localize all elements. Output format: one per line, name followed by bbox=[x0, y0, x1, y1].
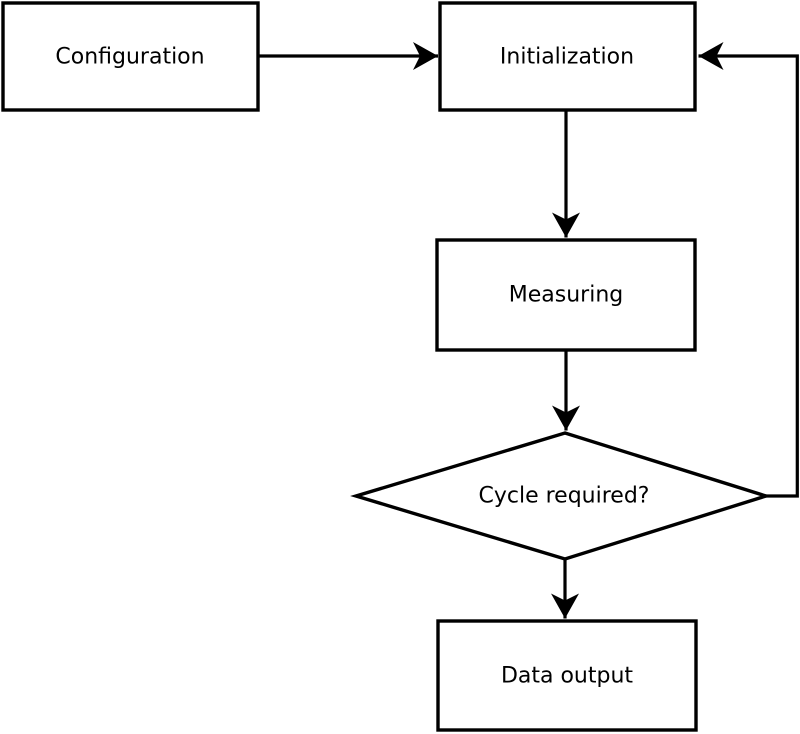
initialization-box bbox=[438, 1, 697, 112]
cycle-required-label: Cycle required? bbox=[479, 484, 650, 509]
cycle-required-diamond bbox=[350, 431, 772, 561]
configuration-box bbox=[1, 1, 260, 112]
edge-cycle-required-to-initialization-feedback bbox=[698, 42, 799, 498]
measuring-label: Measuring bbox=[509, 283, 623, 308]
initialization-label: Initialization bbox=[500, 45, 634, 70]
data-output-label: Data output bbox=[501, 664, 633, 689]
data-output-box bbox=[436, 619, 698, 732]
measuring-box bbox=[435, 238, 697, 352]
configuration-label: Configuration bbox=[55, 45, 204, 70]
